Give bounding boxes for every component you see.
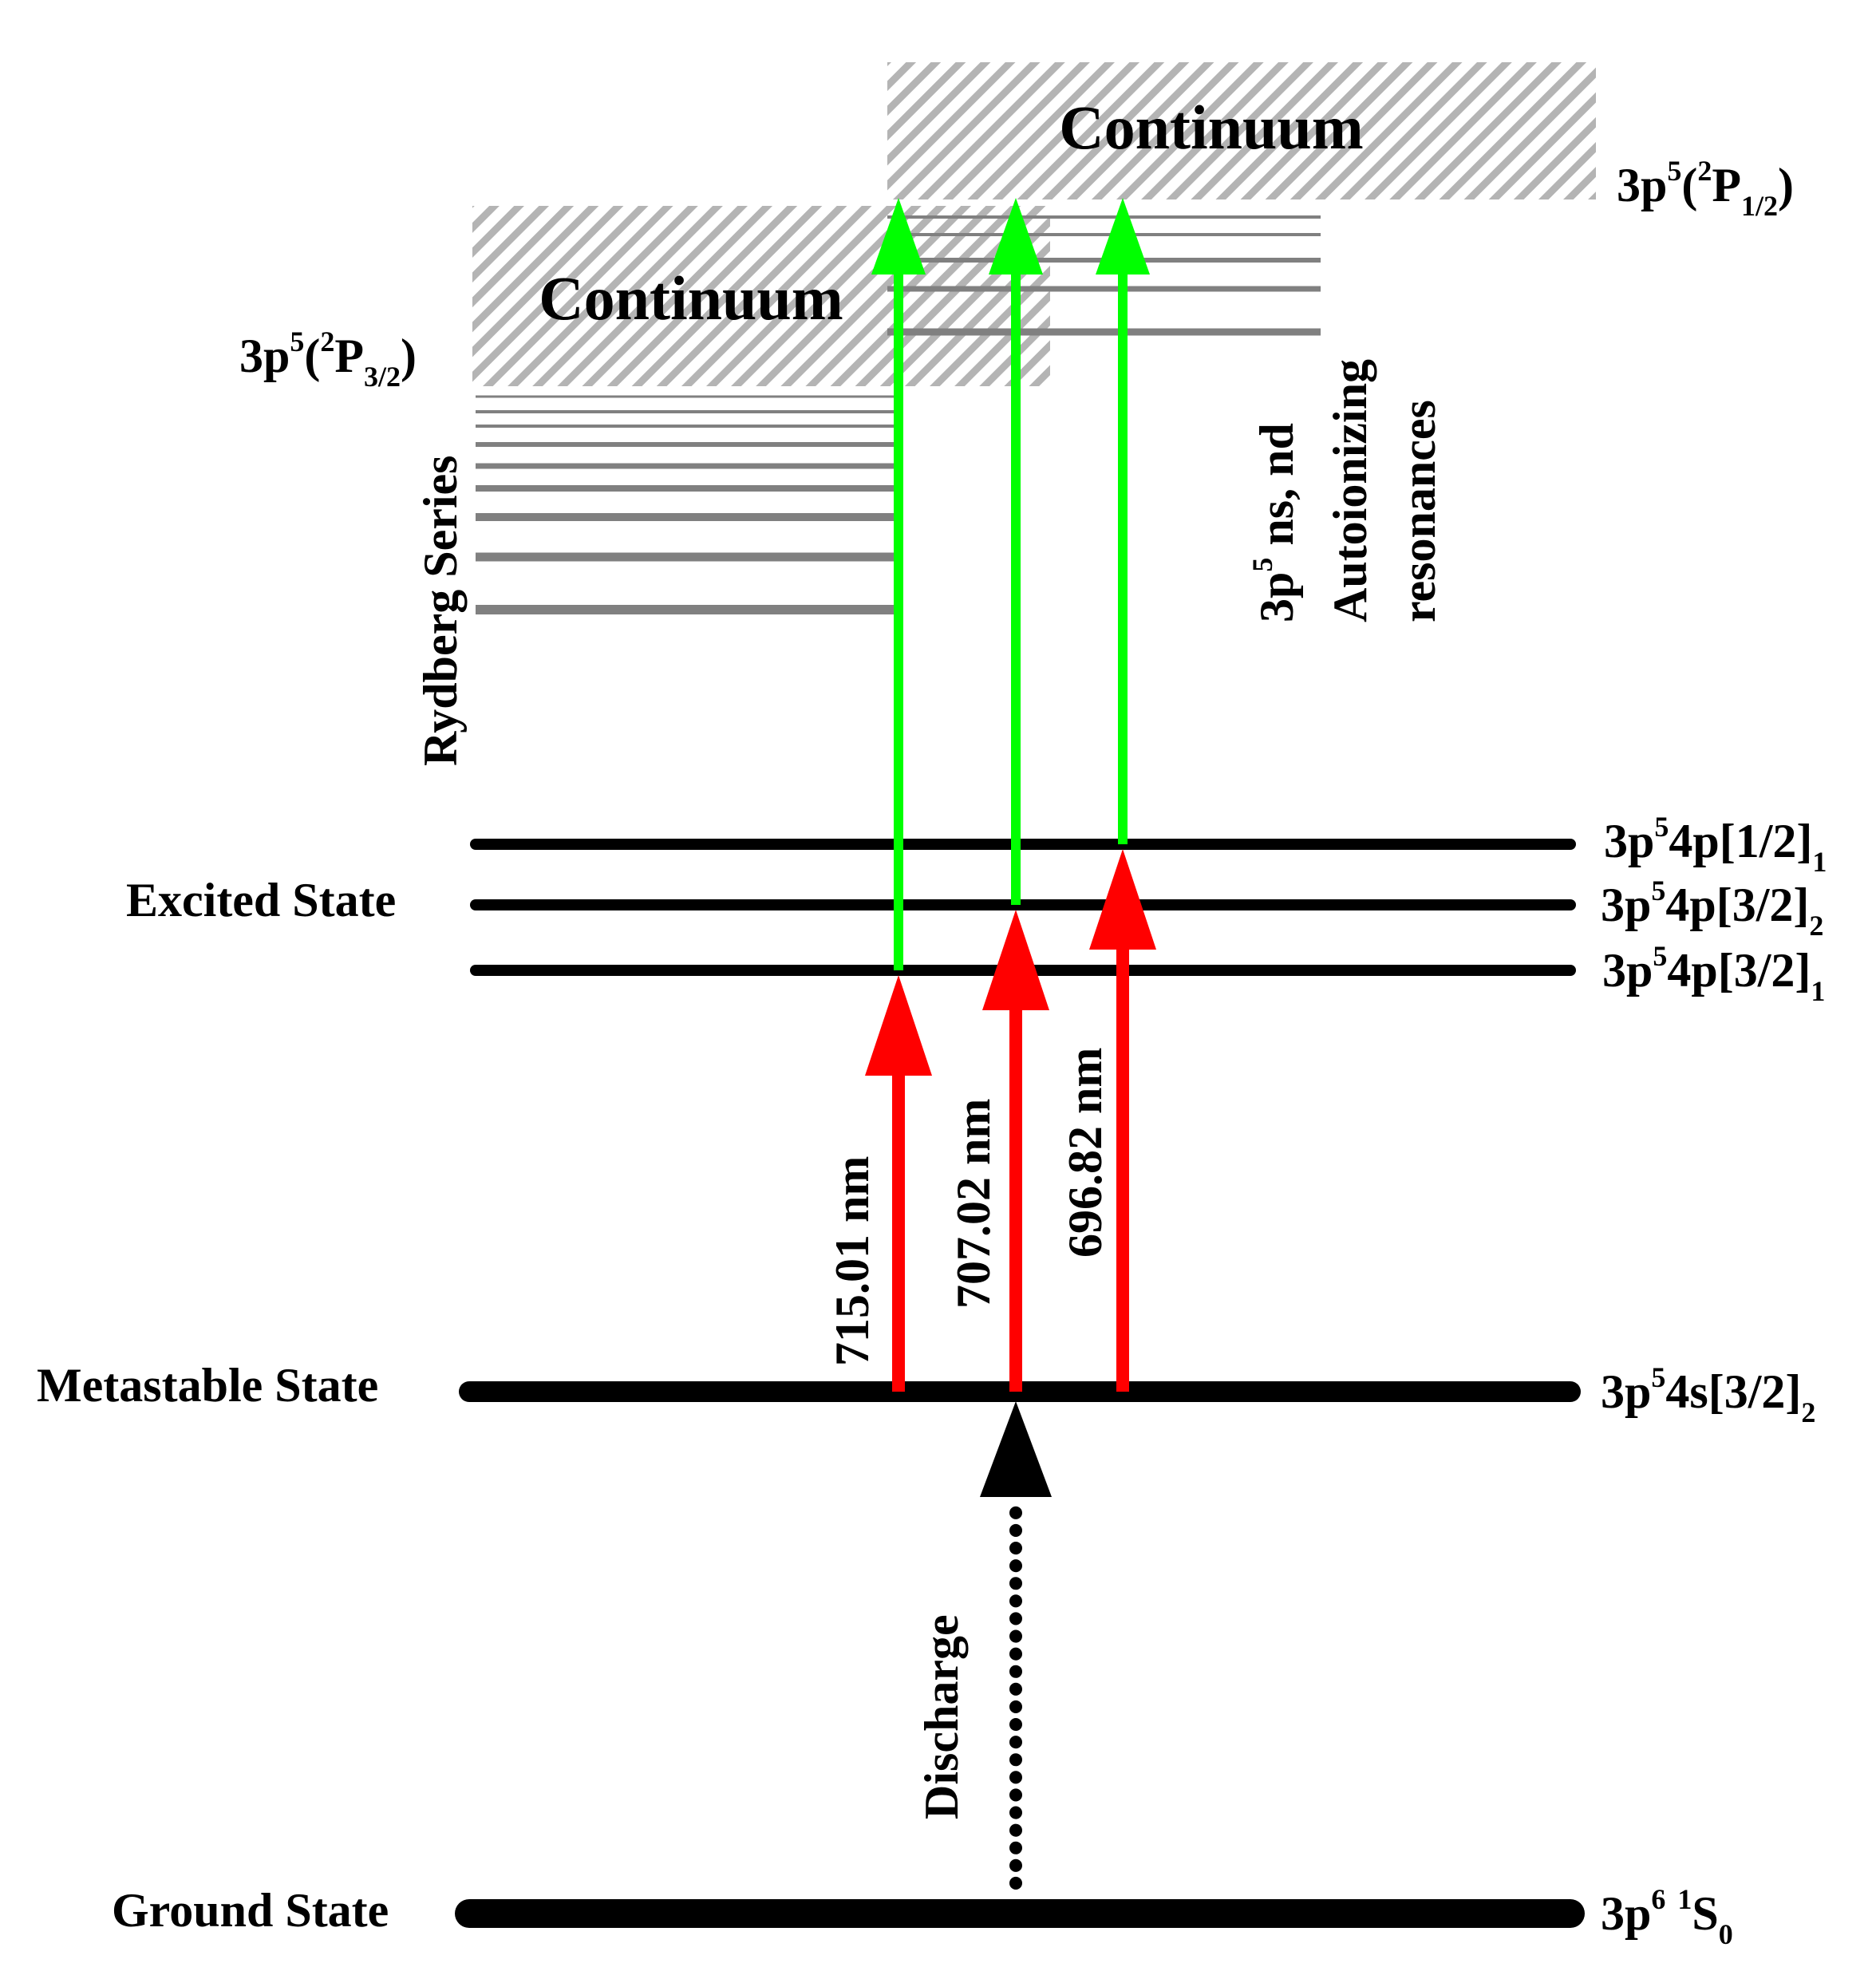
ground-state-label: Ground State [112, 1884, 389, 1937]
term-4p-3-2-2: 3p54p[3/2]2 [1601, 875, 1823, 942]
green-arrow-3-head [1096, 198, 1150, 275]
continuum-lower-label: Continuum [539, 263, 843, 333]
autoionizing-label-line3: resonances [1392, 400, 1445, 622]
green-arrow-2-head [989, 198, 1043, 275]
excited-state-label: Excited State [126, 874, 396, 926]
term-4p-3-2-1: 3p54p[3/2]1 [1602, 940, 1825, 1007]
rydberg-series-lines [476, 395, 895, 614]
rydberg-series-label: Rydberg Series [414, 455, 467, 766]
autoionizing-label-line2: Autoionizing [1324, 359, 1376, 622]
continuum-upper-region [887, 62, 1596, 199]
metastable-state-label: Metastable State [37, 1359, 378, 1412]
excitation-arrows [865, 849, 1156, 1392]
wavelength-715-label: 715.01 nm [826, 1156, 879, 1366]
autoionizing-label-line1: 3p5 ns, nd [1246, 423, 1303, 622]
wavelength-707-label: 707.02 nm [947, 1099, 1000, 1309]
discharge-arrow-head [980, 1401, 1052, 1497]
discharge-label: Discharge [915, 1614, 968, 1819]
ionization-limit-upper: 3p5(2P1/2) [1617, 155, 1794, 222]
wavelength-696-label: 696.82 nm [1059, 1048, 1112, 1258]
term-ground: 3p6 1S0 [1601, 1883, 1733, 1950]
term-4s-3-2-2: 3p54s[3/2]2 [1601, 1361, 1815, 1428]
red-arrow-696-head [1089, 849, 1156, 950]
term-4p-1-2-1: 3p54p[1/2]1 [1604, 811, 1827, 878]
continuum-upper-label: Continuum [1059, 93, 1363, 162]
ionization-limit-lower: 3p5(2P3/2) [239, 326, 417, 393]
red-arrow-715-head [865, 975, 932, 1076]
discharge-arrow [980, 1401, 1052, 1890]
green-arrow-1-head [871, 198, 926, 275]
ionization-arrows [871, 198, 1150, 970]
red-arrow-707-head [982, 910, 1049, 1010]
